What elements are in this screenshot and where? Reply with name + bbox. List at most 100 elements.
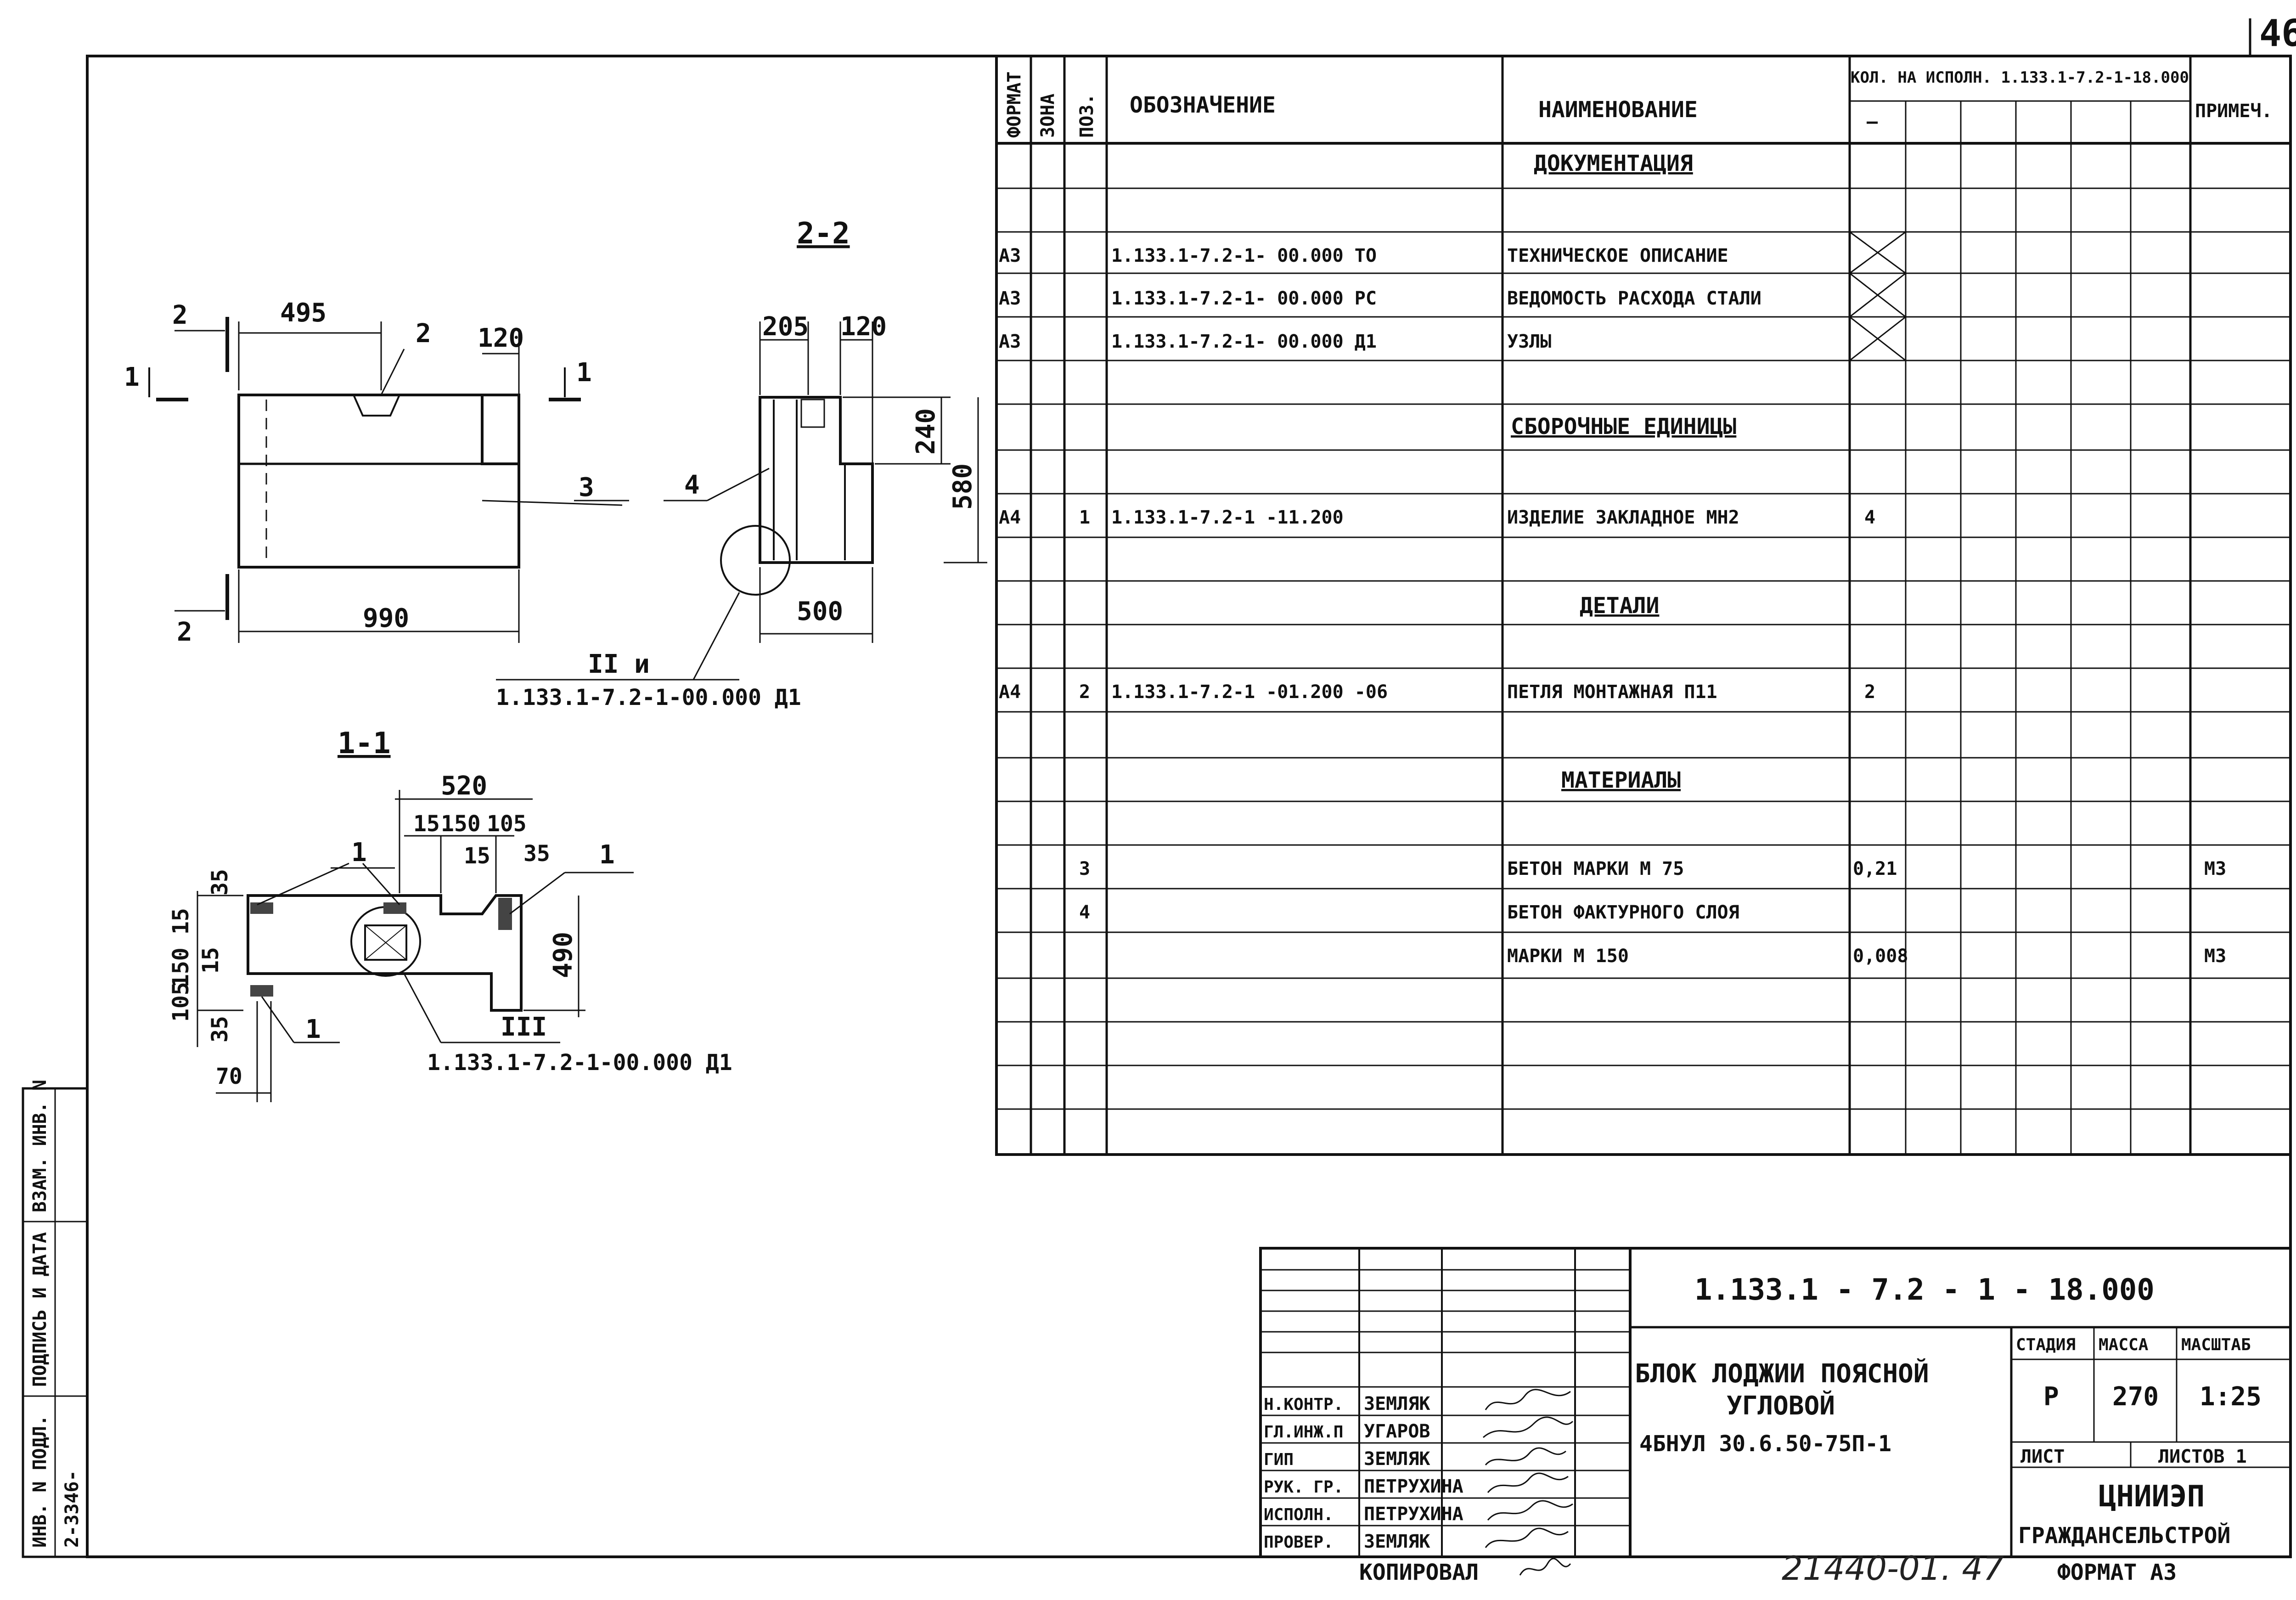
stamp-sign-label: ПОДПИСЬ И ДАТА: [29, 1232, 51, 1387]
copied-label: КОПИРОВАЛ: [1359, 1560, 1479, 1585]
row-name: ТЕХНИЧЕСКОЕ ОПИСАНИЕ: [1507, 245, 1728, 266]
doc-code: 1.133.1 - 7.2 - 1 - 18.000: [1694, 1273, 2155, 1307]
row-qty: 2: [1864, 682, 1875, 703]
pos-label: 1: [599, 840, 615, 870]
stage-label: СТАДИЯ: [2016, 1335, 2076, 1354]
side-stamp: ИНВ. N ПОДЛ. ПОДПИСЬ И ДАТА ВЗАМ. ИНВ. N…: [22, 1080, 89, 1558]
row-note: М3: [2204, 946, 2226, 967]
row-pos: 4: [1079, 902, 1090, 923]
col-pos-header: ПОЗ.: [1076, 94, 1097, 138]
mass-label: МАССА: [2099, 1335, 2149, 1354]
row-qty: 0,21: [1853, 858, 1897, 879]
dim-150: 150: [168, 947, 194, 987]
row-name: ВЕДОМОСТЬ РАСХОДА СТАЛИ: [1507, 288, 1761, 309]
row-name: МАРКИ М 150: [1507, 946, 1629, 967]
col-qty-subheader: —: [1867, 111, 1878, 132]
role-label: ГИП: [1264, 1450, 1294, 1469]
role-name: ЗЕМЛЯК: [1364, 1393, 1430, 1414]
dim-105: 105: [487, 811, 527, 837]
dim-35: 35: [207, 1016, 233, 1042]
pos-label: 1: [305, 1014, 321, 1044]
node-III-label: III: [501, 1012, 547, 1042]
node-III-ref: 1.133.1-7.2-1-00.000 Д1: [427, 1050, 732, 1076]
sheets-label: ЛИСТОВ 1: [2158, 1446, 2247, 1467]
dim-70: 70: [216, 1064, 242, 1089]
format-label: ФОРМАТ А3: [2057, 1560, 2177, 1585]
row-designation: 1.133.1-7.2-1- 00.000 ТО: [1111, 245, 1377, 266]
title-line-2: УГЛОВОЙ: [1727, 1391, 1835, 1421]
specification-table: ФОРМАТ ЗОНА ПОЗ. ОБОЗНАЧЕНИЕ НАИМЕНОВАНИ…: [995, 55, 2292, 1156]
row-name: ИЗДЕЛИЕ ЗАКЛАДНОЕ МН2: [1507, 507, 1739, 528]
role-name: УГАРОВ: [1364, 1421, 1430, 1442]
section-2-2: 205 120 240 580 500 4 II и 1.133.1-7.2-1…: [496, 312, 987, 710]
mass-value: 270: [2112, 1382, 2159, 1412]
row-designation: 1.133.1-7.2-1 -11.200: [1111, 507, 1344, 528]
dim-35: 35: [523, 841, 550, 867]
row-qty: 0,008: [1853, 946, 1908, 967]
row-name: БЕТОН ФАКТУРНОГО СЛОЯ: [1507, 902, 1739, 923]
col-name-header: НАИМЕНОВАНИЕ: [1538, 97, 1698, 123]
row-qty: 4: [1864, 507, 1875, 528]
dim-990: 990: [363, 603, 409, 633]
section-2-2-title: 2-2: [797, 217, 850, 251]
row-name: УЗЛЫ: [1507, 331, 1551, 352]
role-label: РУК. ГР.: [1264, 1478, 1343, 1497]
dim-15: 15: [464, 843, 490, 869]
stamp-inv-value: 2-3346-: [62, 1470, 83, 1548]
leader-label: 2: [416, 319, 431, 349]
page-number: 46: [2259, 12, 2296, 55]
row-format: А4: [999, 682, 1021, 703]
dim-15: 15: [413, 811, 440, 837]
dim-580: 580: [948, 463, 978, 510]
row-designation: 1.133.1-7.2-1- 00.000 Д1: [1111, 331, 1377, 352]
dim-15: 15: [168, 908, 194, 935]
title-block: 1.133.1 - 7.2 - 1 - 18.000 БЛОК ЛОДЖИИ П…: [1259, 1247, 2292, 1558]
role-label: ПРОВЕР.: [1264, 1533, 1334, 1552]
row-pos: 3: [1079, 858, 1090, 879]
scale-value: 1:25: [2200, 1382, 2262, 1412]
section-materials: МАТЕРИАЛЫ: [1561, 767, 1681, 793]
cut-label: 2: [172, 300, 188, 330]
dim-150: 150: [441, 811, 481, 837]
org-name: ЦНИИЭП: [2099, 1480, 2205, 1514]
row-format: А3: [999, 288, 1021, 309]
section-1-1-title: 1-1: [338, 727, 391, 761]
dim-500: 500: [797, 597, 843, 626]
role-label: ИСПОЛН.: [1264, 1505, 1334, 1524]
section-details: ДЕТАЛИ: [1580, 593, 1659, 619]
row-designation: 1.133.1-7.2-1 -01.200 -06: [1111, 682, 1388, 703]
dim-520: 520: [441, 771, 487, 801]
dim-205: 205: [762, 312, 809, 342]
cut-label: 1: [576, 358, 592, 388]
dim-120: 120: [840, 312, 887, 342]
row-format: А3: [999, 331, 1021, 352]
row-format: А3: [999, 245, 1021, 266]
col-format-header: ФОРМАТ: [1004, 72, 1025, 138]
dim-240: 240: [911, 408, 941, 455]
col-note-header: ПРИМЕЧ.: [2195, 101, 2273, 122]
archive-number: 21440-01. 47: [1782, 1549, 2004, 1588]
node-II-ref: 1.133.1-7.2-1-00.000 Д1: [496, 685, 801, 710]
row-pos: 2: [1079, 682, 1090, 703]
dim-105: 105: [168, 982, 194, 1022]
signature-marks: [1483, 1389, 1574, 1548]
col-qty-header: КОЛ. НА ИСПОЛН. 1.133.1-7.2-1-18.000: [1851, 68, 2189, 87]
title-line-3: 4БНУЛ 30.6.50-75П-1: [1639, 1431, 1891, 1457]
pos-label: 3: [579, 473, 594, 502]
crossed-cells: [1849, 231, 1906, 361]
cut-label: 1: [124, 362, 140, 392]
elevation-view: 2 1 1 2 495 2 120 990 3: [124, 298, 629, 647]
row-designation: 1.133.1-7.2-1- 00.000 РС: [1111, 288, 1377, 309]
dim-35: 35: [207, 869, 233, 896]
stamp-inv-label: ИНВ. N ПОДЛ.: [29, 1415, 51, 1548]
dim-490: 490: [548, 932, 578, 978]
row-format: А4: [999, 507, 1021, 528]
section-1-1: 520 15 150 105 15 35 35 15 150 105 15 35…: [168, 771, 732, 1102]
node-II-label: II и: [588, 649, 650, 679]
row-note: М3: [2204, 858, 2226, 879]
row-pos: 1: [1079, 507, 1090, 528]
dim-120: 120: [478, 323, 524, 353]
pos-label: 1: [351, 838, 367, 868]
stamp-replace-label: ВЗАМ. ИНВ. N: [29, 1080, 51, 1212]
